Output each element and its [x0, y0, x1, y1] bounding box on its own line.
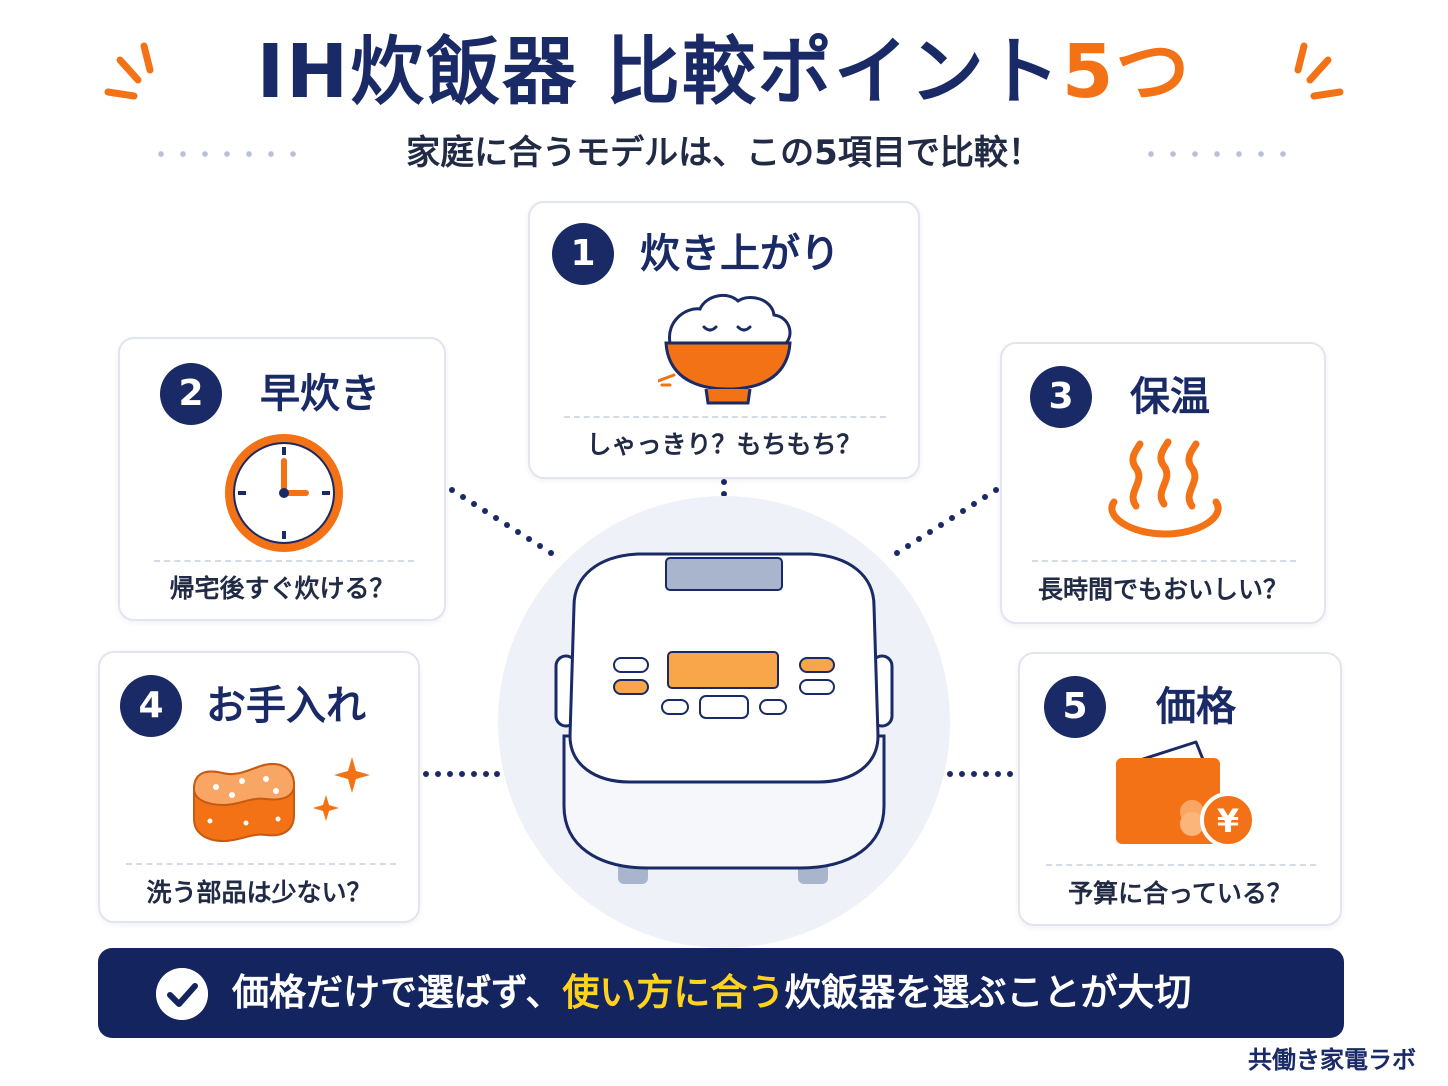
credit-label: 共働き家電ラボ [1248, 1046, 1416, 1074]
point-question: しゃっきり？もちもち？ [586, 430, 862, 459]
card-separator [126, 863, 396, 865]
subtitle: 家庭に合うモデルは、この5項目で比較！ [406, 133, 1042, 173]
point-title: 早炊き [260, 371, 380, 417]
point-card-1: 1 炊き上がり しゃっきり？もちもち？ [528, 201, 920, 479]
burst-right-icon [1294, 42, 1344, 100]
point-question: 長時間でもおいしい？ [1037, 575, 1288, 604]
point-number: 5 [1044, 676, 1106, 738]
point-question: 帰宅後すぐ炊ける？ [169, 574, 395, 603]
point-card-3: 3 保温 長時間でもおいしい？ [1000, 342, 1326, 624]
card-separator [564, 416, 886, 418]
point-title: 価格 [1156, 684, 1236, 730]
rice-cooker-illustration [498, 496, 950, 948]
banner-highlight: 使い方に合う [562, 971, 785, 1014]
title-accent: 5つ [1061, 29, 1192, 115]
point-title: 保温 [1130, 374, 1210, 420]
steam-icon [1108, 438, 1222, 538]
point-number: 2 [160, 363, 222, 425]
check-icon [156, 968, 208, 1020]
point-number: 3 [1030, 366, 1092, 428]
subtitle-row: 家庭に合うモデルは、この5項目で比較！ [0, 128, 1448, 178]
burst-left-icon [104, 42, 154, 100]
wallet-yen-icon: ¥ [1116, 740, 1256, 848]
point-question: 予算に合っている？ [1068, 879, 1292, 908]
clock-icon [225, 434, 343, 552]
rice-bowl-icon [658, 293, 792, 405]
point-card-4: 4 お手入れ 洗う部品は少ない？ [98, 651, 420, 923]
card-separator [1032, 560, 1296, 562]
subtitle-dots-left [150, 151, 308, 157]
point-card-5: 5 価格 ¥ 予算に合っている？ [1018, 652, 1342, 926]
conclusion-banner: 価格だけで選ばず、使い方に合う炊飯器を選ぶことが大切 [98, 948, 1344, 1038]
card-separator [154, 560, 414, 562]
banner-text-before: 価格だけで選ばず、 [232, 971, 563, 1014]
banner-text-after: 炊飯器を選ぶことが大切 [784, 971, 1192, 1014]
point-card-2: 2 早炊き 帰宅後すぐ炊ける？ [118, 337, 446, 621]
point-title: お手入れ [206, 683, 366, 729]
card-separator [1046, 864, 1316, 866]
point-question: 洗う部品は少ない？ [146, 878, 372, 907]
page-title: IH炊飯器 比較ポイント5つ [0, 22, 1448, 122]
subtitle-dots-right [1140, 151, 1298, 157]
point-number: 4 [120, 675, 182, 737]
svg-text:¥: ¥ [1217, 802, 1239, 840]
title-main: IH炊飯器 比較ポイント [256, 29, 1062, 115]
banner-text: 価格だけで選ばず、使い方に合う炊飯器を選ぶことが大切 [232, 948, 1191, 1038]
point-title: 炊き上がり [640, 231, 840, 277]
sponge-icon [192, 757, 370, 843]
point-number: 1 [552, 223, 614, 285]
